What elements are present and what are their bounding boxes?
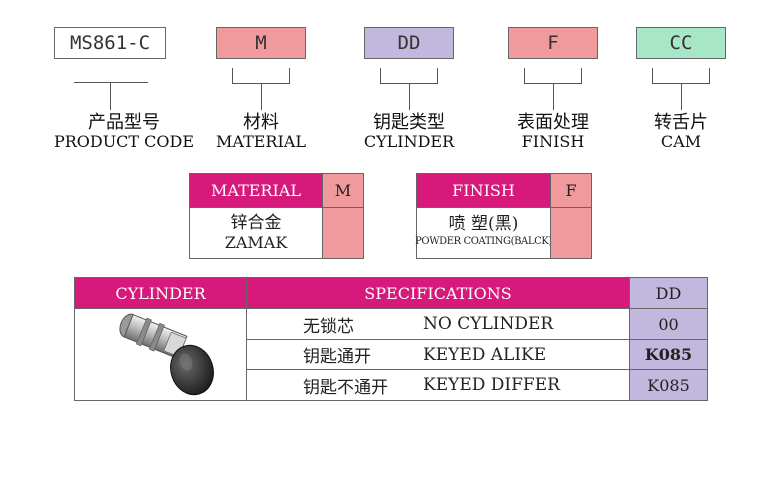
row-cn: 无锁芯 [303, 316, 354, 337]
finish-table: FINISH F 喷 塑(黑) POWDER COATING(BALCK) [415, 173, 592, 259]
cam-label-cn: 转舌片 [654, 112, 708, 133]
cam-code-box: CC [636, 27, 726, 59]
finish-label: 表面处理 FINISH [498, 113, 608, 151]
product-code-label: 产品型号 PRODUCT CODE [44, 113, 204, 151]
row-en: NO CYLINDER [423, 314, 554, 334]
finish-table-code-cell [550, 207, 591, 258]
product-code-box: MS861-C [54, 27, 166, 59]
finish-stem [553, 84, 554, 110]
cylinder-image-cell [75, 308, 246, 400]
cylinder-col-header: CYLINDER [75, 278, 246, 308]
code-col-header: DD [629, 278, 707, 308]
material-table-header: MATERIAL [190, 174, 322, 207]
cylinder-bracket [380, 68, 438, 84]
row-en: KEYED DIFFER [423, 375, 560, 395]
material-table-code-header: M [322, 174, 363, 207]
material-label-cn: 材料 [243, 112, 279, 133]
row-code: 00 [629, 308, 707, 339]
material-label-en: MATERIAL [216, 132, 306, 151]
material-label: 材料 MATERIAL [206, 113, 316, 151]
cam-label-en: CAM [660, 132, 702, 151]
finish-bracket [524, 68, 582, 84]
cylinder-label-en: CYLINDER [363, 132, 455, 151]
row-code: K085 [629, 369, 707, 400]
table-row: 钥匙通开 KEYED ALIKE [246, 339, 629, 369]
finish-table-value: 喷 塑(黑) POWDER COATING(BALCK) [415, 207, 552, 258]
product-code-label-cn: 产品型号 [88, 112, 160, 133]
material-stem [261, 84, 262, 110]
finish-table-header: FINISH [417, 174, 550, 207]
row-cn: 钥匙不通开 [303, 377, 388, 398]
material-table-code-cell [322, 207, 363, 258]
material-bracket [232, 68, 290, 84]
material-value-en: ZAMAK [224, 233, 288, 252]
cylinder-table: CYLINDER SPECIFICATIONS DD [74, 277, 708, 401]
cam-label: 转舌片 CAM [626, 113, 736, 151]
finish-label-cn: 表面处理 [517, 112, 589, 133]
row-cn: 钥匙通开 [303, 347, 371, 367]
material-table-value: 锌合金 ZAMAK [190, 207, 322, 258]
material-value-cn: 锌合金 [230, 213, 282, 233]
finish-value-en: POWDER COATING(BALCK) [415, 236, 552, 247]
row-en: KEYED ALIKE [423, 344, 547, 365]
cylinder-label: 钥匙类型 CYLINDER [354, 113, 464, 151]
product-code-stem [110, 82, 111, 110]
cylinder-code-box: DD [364, 27, 454, 59]
cylinder-image [118, 313, 214, 395]
table-row: 钥匙不通开 KEYED DIFFER [246, 369, 629, 400]
product-code-connector [74, 82, 148, 83]
material-code-box: M [216, 27, 306, 59]
finish-label-en: FINISH [521, 132, 585, 151]
cylinder-label-cn: 钥匙类型 [373, 112, 445, 133]
finish-code-box: F [508, 27, 598, 59]
cylinder-stem [409, 84, 410, 110]
product-code-label-en: PRODUCT CODE [53, 132, 195, 151]
cam-bracket [652, 68, 710, 84]
cam-stem [681, 84, 682, 110]
finish-table-code-header: F [550, 174, 591, 207]
row-code: K085 [629, 339, 707, 369]
finish-value-cn: 喷 塑(黑) [448, 214, 519, 234]
table-row: 无锁芯 NO CYLINDER [246, 308, 629, 339]
specifications-col-header: SPECIFICATIONS [246, 278, 629, 308]
material-table: MATERIAL M 锌合金 ZAMAK [189, 173, 364, 259]
